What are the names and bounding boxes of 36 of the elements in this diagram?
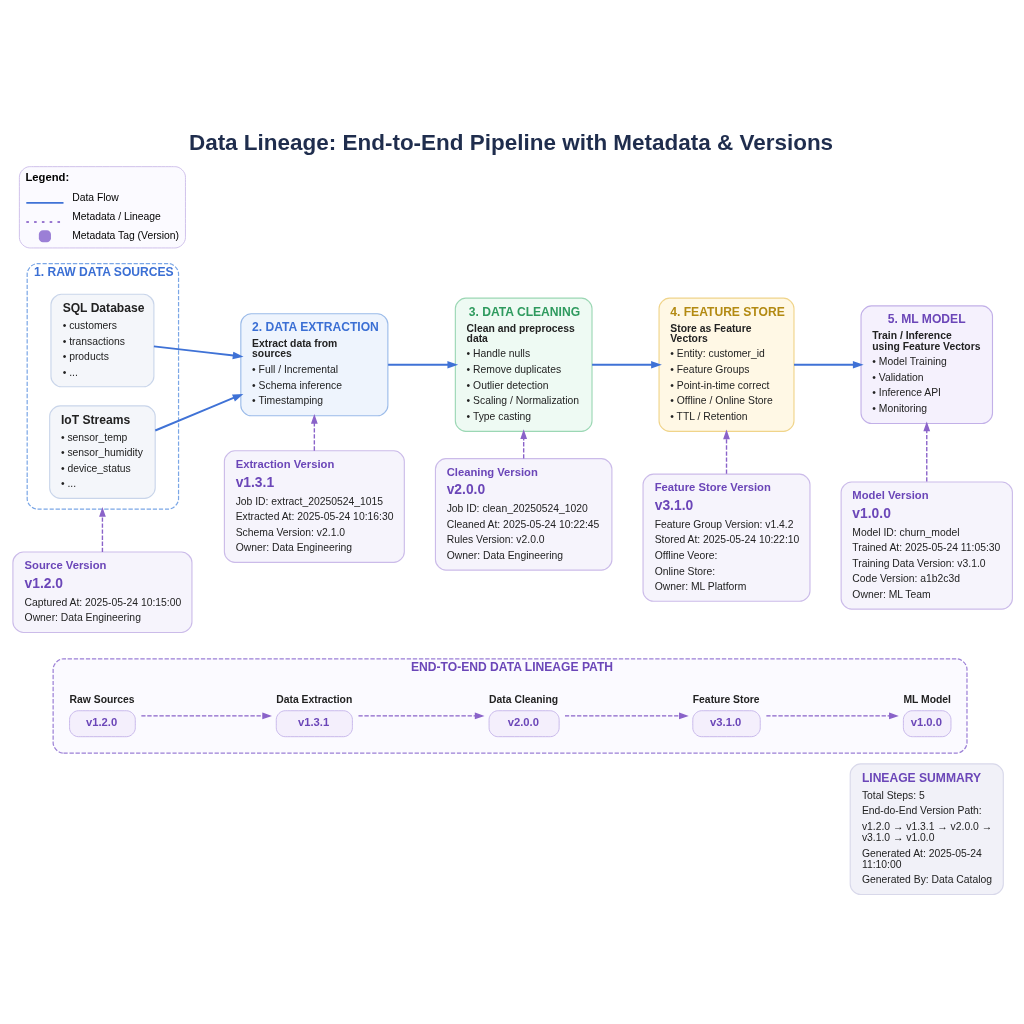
node-label: ML Model [903,693,951,705]
node-box: Model Version v1.0.0 Model ID: churn_model Trained At: 2025-05-24 11:05:30 Training Data Version: v3.1.0 Code Version: a1b2c3d Owner: ML Team [840,481,1013,610]
arrow [152,345,244,360]
arrow [793,360,864,369]
node-label: Data Extraction [276,693,353,705]
arrow [520,429,528,460]
node-box: 2. DATA EXTRACTION Extract data from sources • Full / Incremental • Schema inference • Timestamping [240,313,389,417]
node-box: Cleaning Version v2.0.0 Job ID: clean_20250524_1020 Cleaned At: 2025-05-24 10:22:45 Rules Version: v2.0.0 Owner: Data Engineering [434,458,613,571]
node-box: 4. FEATURE STORE Store as Feature Vectors • Entity: customer_id • Feature Groups • Point-in-time correct • Offline / Online Store • TTL / Retention [658,297,795,432]
node-box: Source Version v1.2.0 Captured At: 2025-05-24 10:15:00 Owner: Data Engineering [12,551,193,633]
node-box: SQL Database • customers • transactions • products • ... [50,293,155,388]
label: Legend: [25,170,70,183]
node-box: Extraction Version v1.3.1 Job ID: extract_20250524_1015 Extracted At: 2025-05-24 10:16:30 Schema Version: v2.1.0 Owner: Data Engineering [223,450,405,563]
arrow [154,393,244,432]
arrow [99,507,106,553]
node-box: 3. DATA CLEANING Clean and preprocess data • Handle nulls • Remove duplicates • Outlier detection • Scaling / Normalization • Type casting [454,297,593,432]
arrow [357,712,485,720]
arrow [765,712,899,720]
node-label: Raw Sources [69,693,135,705]
arrow [591,360,662,369]
arrow [723,429,730,475]
diagram-title: Data Lineage: End-to-End Pipeline with Metadata & Versions [188,130,834,156]
legend-label: Metadata / Lineage [72,210,161,222]
node-label: Feature Store [692,693,760,705]
legend-label: Data Flow [72,191,119,203]
node-box: Feature Store Version v3.1.0 Feature Group Version: v1.4.2 Stored At: 2025-05-24 10:22:10 Offline Veore: Online Store: Owner: ML Platform [642,473,811,602]
arrow [923,421,931,483]
node-label: Data Cleaning [489,693,559,705]
arrow [140,712,272,720]
node-box: IoT Streams • sensor_temp • sensor_humidity • device_status • ... [49,405,156,499]
legend-label: Metadata Tag (Version) [72,229,180,241]
arrow [310,413,318,452]
arrow [564,712,689,720]
arrow [387,360,459,369]
node-box: 5. ML MODEL Train / Inference using Feature Vectors • Model Training • Validation • Inference API • Monitoring [860,305,994,425]
node-box: LINEAGE SUMMARY Total Steps: 5 End-do-End Version Path: v1.2.0 → v1.3.1 → v2.0.0 → v3.1.0 → v1.0.0 Generated At: 2025-05-24 11:10:00 Generated By: Data Catalog [849,763,1004,896]
